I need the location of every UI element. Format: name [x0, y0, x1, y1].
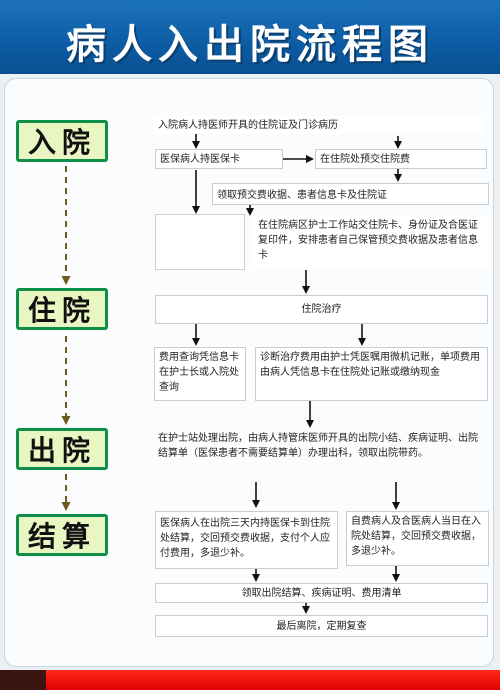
step-self-pay-settlement: 自费病人及合医病人当日在入院处结算，交回预交费收据，多退少补。: [346, 511, 489, 566]
stage-settle: 结算: [16, 514, 108, 556]
bottom-bar: [0, 670, 500, 690]
step-collect-documents: 领取出院结算、疾病证明、费用清单: [155, 583, 488, 603]
page-title: 病人入出院流程图: [66, 22, 434, 68]
step-process-discharge: 在护士站处理出院，由病人持管床医师开具的出院小结、疾病证明、出院结算单（医保患者…: [158, 433, 478, 459]
step-leave-followup: 最后离院，定期复查: [155, 615, 488, 637]
step-fee-billing: 诊断治疗费用由护士凭医嘱用微机记账，单项费用由病人凭信息卡在住院处记账或缴纳现金: [255, 347, 488, 401]
step-nurse-station-checkin: 在住院病区护士工作站交住院卡、身份证及合医证复印件，安排患者自己保管预交费收据及…: [254, 216, 488, 270]
bottom-bar-accent: [0, 670, 46, 690]
step-bring-admission-slip: 入院病人持医师开具的住院证及门诊病历: [154, 116, 484, 134]
stage-admit: 入院: [16, 120, 108, 162]
step-prepay-deposit: 在住院处预交住院费: [315, 149, 487, 169]
step-insured-settlement: 医保病人在出院三天内持医保卡到住院处结算，交回预交费收据，支付个人应付费用，多退…: [155, 511, 338, 569]
step-insured-card: 医保病人持医保卡: [155, 149, 283, 169]
step-receive-receipt: 领取预交费收据、患者信息卡及住院证: [212, 183, 489, 205]
header-banner: 病人入出院流程图: [0, 0, 500, 74]
stage-discharge: 出院: [16, 428, 108, 470]
step-inpatient-treatment: 住院治疗: [155, 295, 488, 324]
step-fee-inquiry: 费用查询凭信息卡在护士长或入院处查询: [154, 347, 246, 401]
stage-stay: 住院: [16, 288, 108, 330]
blank-step-box: [155, 214, 245, 270]
